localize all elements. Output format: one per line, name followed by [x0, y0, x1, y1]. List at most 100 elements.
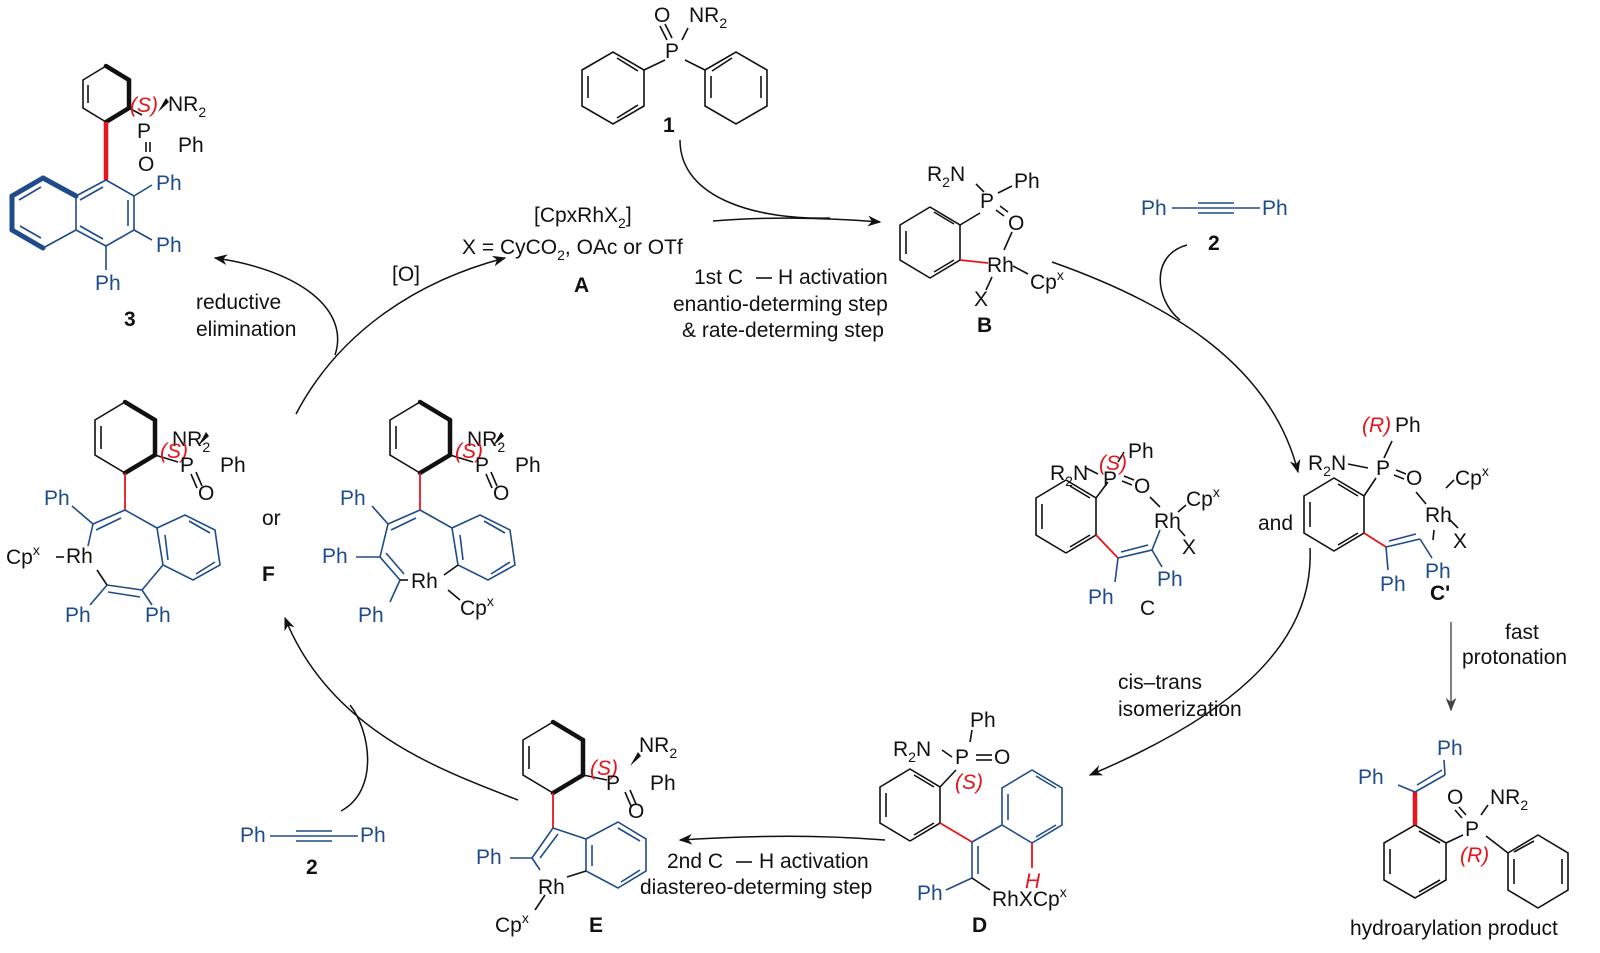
D-H: H [1025, 870, 1041, 893]
intermediate-D-label: D [972, 914, 987, 937]
product-caption: hydroarylation product [1350, 917, 1558, 940]
F-right-Ph-c: Ph [358, 604, 384, 627]
C-prime-Ph-left: Ph [1380, 573, 1406, 596]
catalyst-x-definition: X = CyCO2, OAc or OTf [462, 236, 683, 263]
B-P: P [980, 190, 994, 213]
product-3-NR: NR2 [168, 93, 206, 120]
second-ch-line1-post: H activation [759, 850, 869, 873]
catalyst-A: [CpxRhX2] X = CyCO2, OAc or OTf A [462, 204, 683, 297]
C-prime-O: O [1406, 467, 1422, 490]
cis-trans-label: cis–trans isomerization [1118, 671, 1242, 721]
F-right-O: O [493, 482, 509, 505]
reductive-elimination-label: reductive elimination [196, 291, 296, 341]
arrow-substrate-entry [679, 139, 831, 219]
intermediate-B-label: B [977, 314, 992, 337]
F-right-P: P [475, 454, 489, 477]
second-ch-activation-label: 2nd C H activation diastereo-determing s… [640, 850, 872, 899]
F-right-Ph-dash: Ph [515, 454, 541, 477]
B-Cp: Cpx [1030, 267, 1064, 294]
arrow-to-product-3 [213, 254, 339, 356]
D-Ph-top: Ph [970, 709, 996, 732]
intermediate-C-prime-label: C' [1430, 582, 1450, 605]
product-3-stereo: (S) [130, 94, 158, 117]
F-left-stereo: (S) [160, 440, 188, 463]
intermediate-C-prime: (R) Ph R2N P O Rh Cpx X Ph Ph C' [1303, 414, 1489, 605]
alkyne-bottom-left-Ph: Ph [240, 824, 266, 847]
C-prime-X: X [1453, 530, 1467, 553]
C-Rh: Rh [1154, 510, 1181, 533]
cycle-arrows [213, 139, 1457, 845]
C-prime-stereo: (R) [1362, 414, 1391, 437]
arrow-B-to-C [1051, 261, 1301, 474]
arrow-E-to-F [284, 616, 519, 801]
reductive-elimination-line2: elimination [196, 318, 296, 341]
B-O: O [1008, 212, 1024, 235]
D-P: P [955, 746, 969, 769]
arrow-A-to-B [712, 215, 882, 227]
intermediate-C-label: C [1140, 597, 1155, 620]
product-O: O [1447, 786, 1463, 809]
intermediate-C: (S) Ph R2N P O Rh Cpx X Ph Ph C [1035, 440, 1220, 620]
c1-NR: NR2 [689, 4, 727, 31]
F-left-Ph-a: Ph [44, 487, 70, 510]
first-ch-line1-post: H activation [778, 266, 888, 289]
product-Ph-top: Ph [1437, 737, 1463, 760]
alkyne-2-top: Ph Ph 2 [1141, 197, 1288, 255]
C-Ph-top: Ph [1128, 440, 1154, 463]
C-R2N: R2N [1050, 462, 1088, 489]
C-Cp: Cpx [1186, 484, 1220, 511]
D-stereo: (S) [955, 771, 983, 794]
or-label: or [262, 507, 281, 530]
F-left-Cp: Cpx [6, 542, 40, 569]
F-left-NR: NR2 [172, 428, 210, 455]
F-left-Ph-c: Ph [145, 604, 171, 627]
oxidant-label: [O] [392, 263, 420, 286]
product-P: P [1465, 818, 1479, 841]
product-3-Ph-a: Ph [156, 172, 182, 195]
E-Cp: Cpx [495, 910, 529, 937]
E-P: P [606, 772, 620, 795]
B-Ph: Ph [1014, 170, 1040, 193]
F-left-Ph-dash: Ph [220, 454, 246, 477]
fast-protonation-line1: fast [1505, 621, 1539, 644]
fast-protonation-label: fast protonation [1462, 621, 1567, 669]
intermediate-E: NR2 (S) P Ph O Ph Rh Cpx E [476, 719, 677, 937]
product-3-Ph-dash: Ph [178, 134, 204, 157]
first-ch-line2: enantio-determing step [673, 293, 888, 316]
D-R2N: R2N [893, 738, 931, 765]
product-3-Ph-b: Ph [156, 234, 182, 257]
cis-trans-line2: isomerization [1118, 698, 1242, 721]
alkyne-top-right-Ph: Ph [1262, 197, 1288, 220]
reductive-elimination-line1: reductive [196, 291, 281, 314]
product-3-label: 3 [124, 308, 136, 331]
C-prime-R2N: R2N [1308, 452, 1346, 479]
alkyne-bottom-right-Ph: Ph [360, 824, 386, 847]
first-ch-activation-label: 1st C H activation enantio-determing ste… [673, 266, 888, 342]
F-right-Ph-a: Ph [340, 487, 366, 510]
C-prime-Rh: Rh [1425, 504, 1452, 527]
C-X: X [1182, 536, 1196, 559]
F-right-stereo: (S) [455, 440, 483, 463]
product-3-Ph-c: Ph [95, 272, 121, 295]
E-O: O [628, 800, 644, 823]
B-Rh: Rh [987, 254, 1014, 277]
F-right-Rh: Rh [411, 570, 438, 593]
alkyne-top-left-Ph: Ph [1141, 197, 1167, 220]
first-ch-line1: 1st C [694, 266, 743, 289]
first-ch-line3: & rate-determing step [682, 319, 884, 342]
intermediate-E-label: E [589, 914, 603, 937]
alkyne-2-bottom: Ph Ph 2 [240, 824, 386, 879]
D-Ph-left: Ph [917, 882, 943, 905]
C-prime-Ph-top: Ph [1395, 414, 1421, 437]
arrow-alkyne-entry-top [1159, 244, 1188, 321]
C-prime-P: P [1376, 457, 1390, 480]
B-R2N: R2N [927, 163, 965, 190]
F-right-Ph-b: Ph [322, 545, 348, 568]
hydroarylation-product: Ph Ph O P NR2 (R) hydroarylation product [1350, 737, 1569, 940]
second-ch-line2: diastereo-determing step [640, 876, 872, 899]
cis-trans-line1: cis–trans [1118, 671, 1202, 694]
intermediate-F-left: NR2 (S) P Ph O Ph Cpx Rh Ph Ph [6, 399, 246, 627]
c1-P: P [665, 40, 679, 63]
product-3-P: P [137, 120, 151, 143]
arrow-D-to-E [678, 833, 886, 845]
